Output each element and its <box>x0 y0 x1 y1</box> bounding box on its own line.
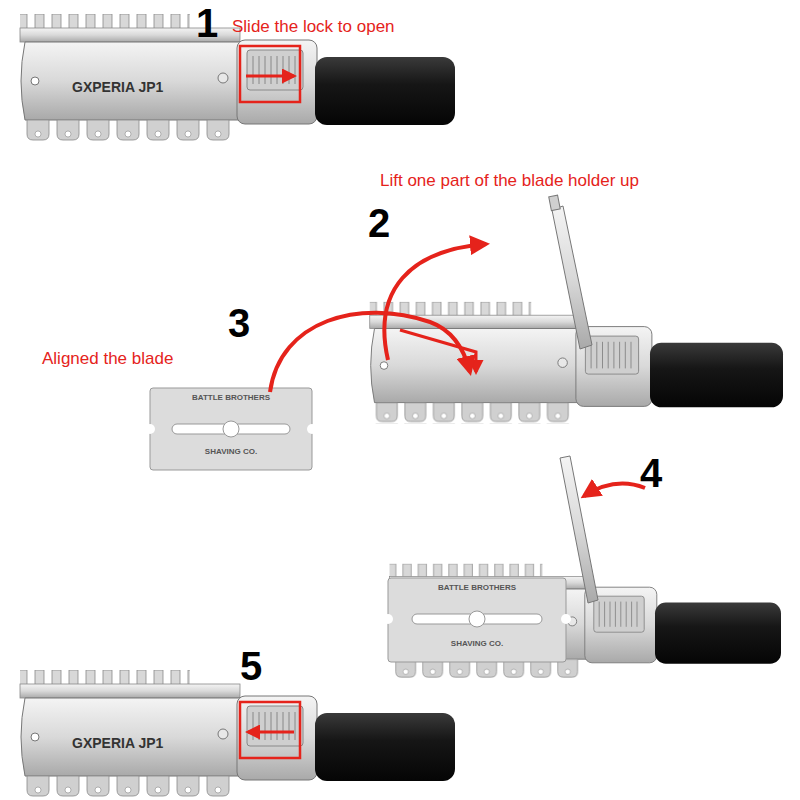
lock-highlight <box>240 46 300 102</box>
blade-brand: BATTLE BROTHERS <box>150 393 312 402</box>
slide-arrow <box>248 731 294 734</box>
blade-brand: SHAVING CO. <box>150 447 312 456</box>
lift-arrow <box>384 244 486 360</box>
callout-number: 2 <box>368 200 390 246</box>
razor-blade <box>145 388 317 470</box>
align-arrow <box>270 313 470 392</box>
lock-highlight <box>240 702 300 758</box>
brand-logo: GXPERIA JP1 <box>72 735 163 751</box>
callout-number: 4 <box>640 450 662 496</box>
razor-closed <box>20 670 455 798</box>
callout-number: 1 <box>196 0 218 46</box>
instruction-text: Lift one part of the blade holder up <box>380 171 639 191</box>
place-arrow <box>400 330 476 372</box>
brand-logo: GXPERIA JP1 <box>72 79 163 95</box>
blade-holder-arm <box>552 206 592 349</box>
callout-number: 5 <box>240 643 262 689</box>
blade-holder-arm <box>560 456 598 603</box>
blade-brand: SHAVING CO. <box>388 639 566 648</box>
razor-closed <box>20 14 455 142</box>
razor-blade <box>383 578 571 662</box>
blade-brand: BATTLE BROTHERS <box>388 583 566 592</box>
slide-arrow <box>246 75 294 78</box>
instruction-text: Slide the lock to open <box>232 17 395 37</box>
arm-tip <box>549 195 561 210</box>
close-arrow <box>584 484 645 497</box>
instruction-text: Aligned the blade <box>42 349 173 369</box>
callout-number: 3 <box>228 300 250 346</box>
